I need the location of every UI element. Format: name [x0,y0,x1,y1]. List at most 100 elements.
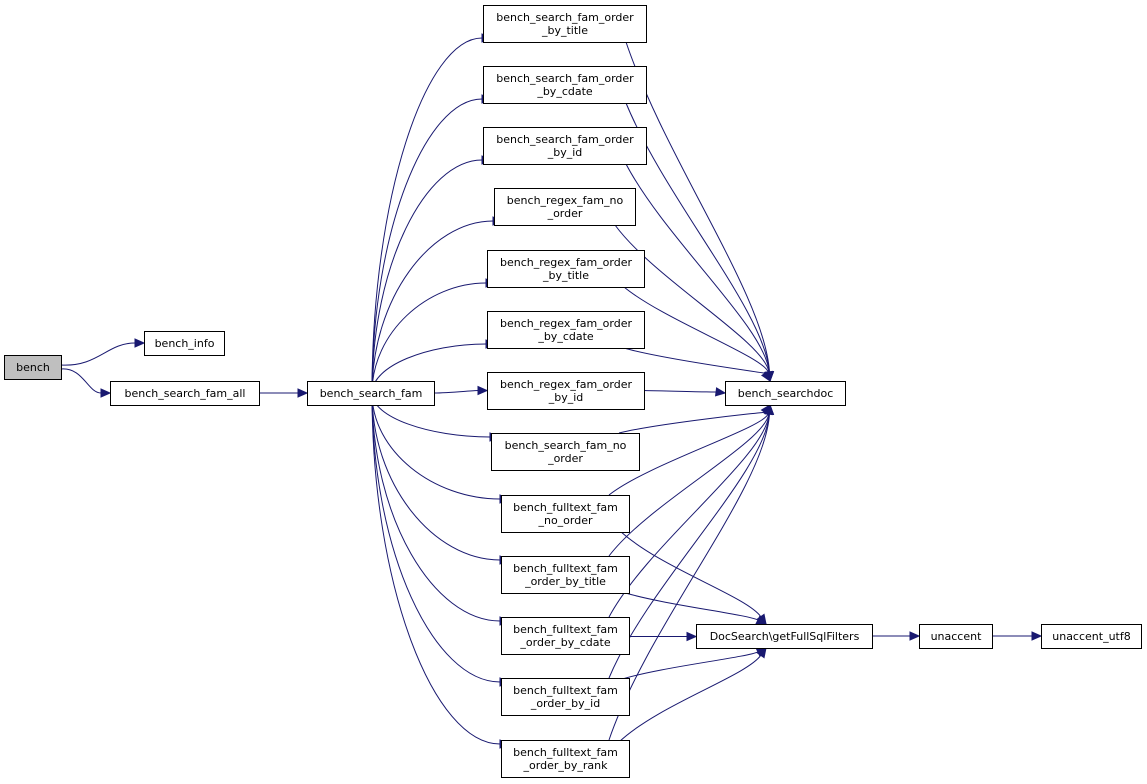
node-label: bench_fulltext_fam [513,623,618,636]
node-label: bench_search_fam_order [496,133,634,146]
edge-bench-to-bench_info [60,338,146,366]
node-label: _order_by_title [524,575,606,588]
node-label: bench [16,361,50,374]
node-label: bench_regex_fam_no [507,194,624,207]
edge-bench_search_fam-to-ft_title [371,392,511,565]
node-label: bench_fulltext_fam [513,501,618,514]
node-rf-no[interactable]: bench_regex_fam_no_order [494,188,636,226]
node-label: unaccent_utf8 [1052,630,1131,643]
edge-line [608,413,769,496]
edge-line [371,220,494,394]
edge-line [614,224,770,373]
edge-line [643,390,717,393]
node-box [696,624,873,649]
node-label: bench_search_fam_all [125,387,246,400]
node-label: bench_search_fam [320,387,423,400]
edge-getfull-to-unaccent [872,631,921,641]
node-label: bench_search_fam_order [496,11,634,24]
edge-line [618,655,762,743]
node-label: bench_search_fam_no [505,439,627,452]
edge-unaccent-to-unaccent_utf8 [992,631,1043,641]
arrowhead [100,388,112,398]
edge-bench_search_fam_all-to-bench_search_fam [259,388,309,398]
edge-bench_search_fam-to-sfo_cdate [371,94,493,394]
edge-rfo_title-to-searchdoc [623,286,773,383]
node-bench[interactable]: bench [4,355,62,380]
edge-line [608,413,770,557]
node-box [4,355,62,380]
node-label: unaccent [931,630,983,643]
node-bench-info[interactable]: bench_info [144,331,225,356]
edge-rfo_id-to-searchdoc [643,387,727,397]
node-label: bench_regex_fam_order [500,378,632,391]
edge-ft_rank-to-getfull [618,646,767,743]
edge-line [618,590,759,621]
node-box [725,381,846,406]
node-ft-cdate[interactable]: bench_fulltext_fam_order_by_cdate [501,617,630,655]
edge-line [371,392,501,683]
node-box [110,381,260,406]
node-box [487,372,645,410]
node-ft-id[interactable]: bench_fulltext_fam_order_by_id [501,678,630,716]
arrowhead [756,646,767,659]
node-box [483,5,647,43]
edge-line [371,392,501,622]
edge-line [371,392,501,745]
node-sf-no[interactable]: bench_search_fam_no_order [491,433,640,471]
edge-bench_search_fam-to-rfo_id [433,385,489,396]
node-sfo-id[interactable]: bench_search_fam_order_by_id [483,127,647,165]
node-rfo-id[interactable]: bench_regex_fam_order_by_id [487,372,645,410]
node-label: _by_title [541,24,588,37]
edge-ft_title-to-getfull [618,590,768,625]
node-bench-search-fam[interactable]: bench_search_fam [307,381,435,406]
edge-sfo_id-to-searchdoc [625,163,774,383]
arrowhead [909,631,921,641]
edge-line [60,368,102,394]
node-label: _by_cdate [537,330,594,343]
node-label: _by_id [547,146,583,159]
arrowhead [686,631,698,642]
node-getfull[interactable]: DocSearch\getFullSqlFilters [696,624,873,649]
node-bench-search-fam-all[interactable]: bench_search_fam_all [110,381,260,406]
node-ft-no[interactable]: bench_fulltext_fam_no_order [501,495,630,533]
node-rfo-title[interactable]: bench_regex_fam_order_by_title [487,250,645,288]
node-label: bench_info [155,337,215,350]
node-box [483,127,647,165]
node-label: _order_by_cdate [519,636,610,649]
node-label: _by_title [542,269,589,282]
edge-line [371,159,483,394]
node-sfo-cdate[interactable]: bench_search_fam_order_by_cdate [483,66,647,104]
node-label: bench_regex_fam_order [500,317,632,330]
arrowhead [297,388,309,398]
node-rfo-cdate[interactable]: bench_regex_fam_order_by_cdate [487,311,645,349]
edge-rfo_cdate-to-searchdoc [623,347,771,383]
edge-bench_search_fam-to-sfo_id [371,155,493,394]
edge-line [625,163,770,373]
node-label: _by_cdate [536,85,593,98]
edge-line [60,342,136,366]
edge-line [371,37,483,394]
node-unaccent-utf8[interactable]: unaccent_utf8 [1041,624,1142,649]
node-label: bench_regex_fam_order [500,256,632,269]
node-searchdoc[interactable]: bench_searchdoc [725,381,846,406]
edge-bench_search_fam-to-rfo_title [371,278,497,394]
node-box [1041,624,1142,649]
node-box [487,250,645,288]
node-label: _order_by_rank [523,759,609,772]
node-label: _by_id [548,391,584,404]
edge-rf_no-to-searchdoc [614,224,774,383]
edge-line [625,41,770,373]
node-box [501,740,630,778]
edge-line [371,98,483,394]
arrowhead [760,370,771,383]
node-box [501,495,630,533]
edge-sfo_cdate-to-searchdoc [625,102,775,383]
node-ft-rank[interactable]: bench_fulltext_fam_order_by_rank [501,740,630,778]
node-label: _order [547,452,583,465]
node-sfo-title[interactable]: bench_search_fam_order_by_title [483,5,647,43]
edge-line [371,392,501,561]
node-box [501,556,630,594]
edge-line [433,390,479,394]
node-ft-title[interactable]: bench_fulltext_fam_order_by_title [501,556,630,594]
node-unaccent[interactable]: unaccent [919,624,993,649]
